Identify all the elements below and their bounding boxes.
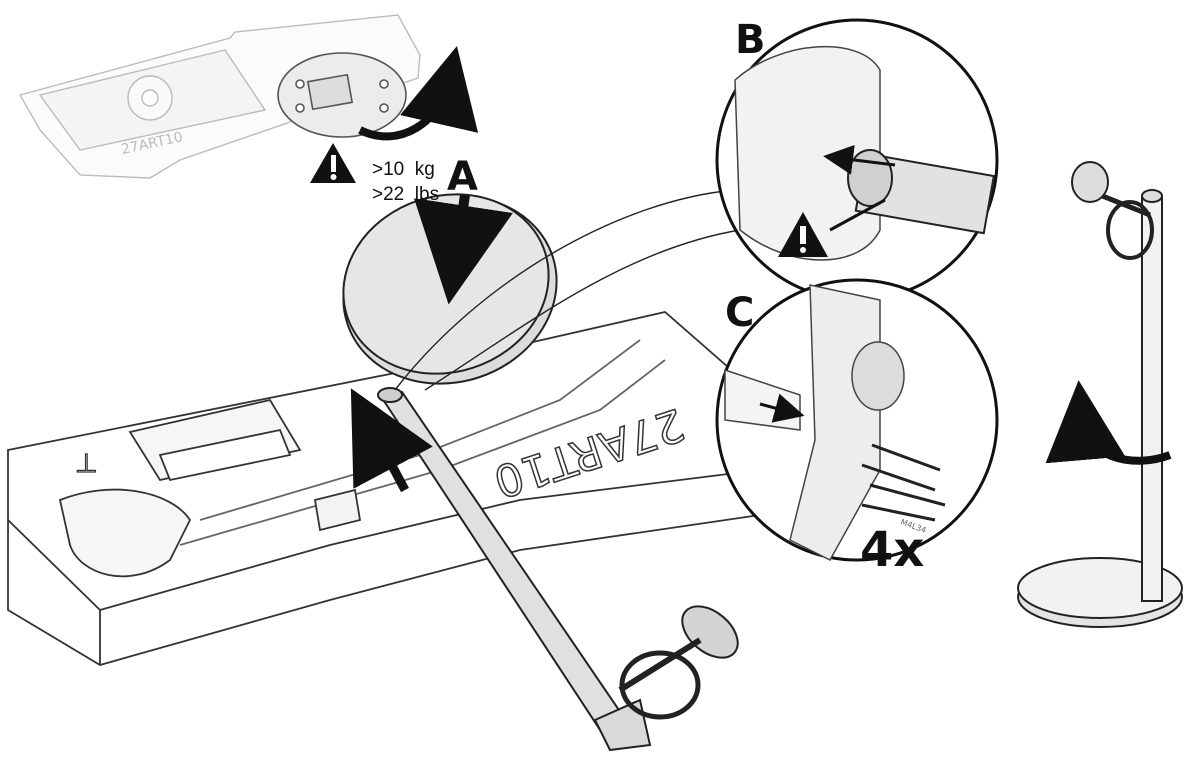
push-arrow-icon-a [413, 194, 513, 305]
weight-kg: >10 kg [372, 159, 435, 180]
weight-lbs: >22 lbs [372, 184, 440, 205]
rotate-arrow-icon [358, 46, 479, 141]
push-arrow-icon-b [350, 388, 433, 493]
vesa-mount [618, 605, 739, 720]
detail-b [715, 18, 999, 302]
assembled-stand [1017, 161, 1183, 628]
step-label-b: B [735, 17, 766, 63]
warning-icon [310, 143, 356, 183]
direction-marker: ⊥ [75, 449, 98, 479]
step-label-c: C [725, 290, 755, 336]
screw-icon [861, 443, 946, 522]
step-label-a: A [447, 154, 478, 200]
detail-c [715, 278, 999, 562]
rotate-arrow-icon-right [1045, 380, 1172, 465]
small-tray-base-plate [277, 52, 407, 138]
screw-quantity: 4x [860, 522, 925, 578]
warning-icon-b [778, 212, 828, 257]
